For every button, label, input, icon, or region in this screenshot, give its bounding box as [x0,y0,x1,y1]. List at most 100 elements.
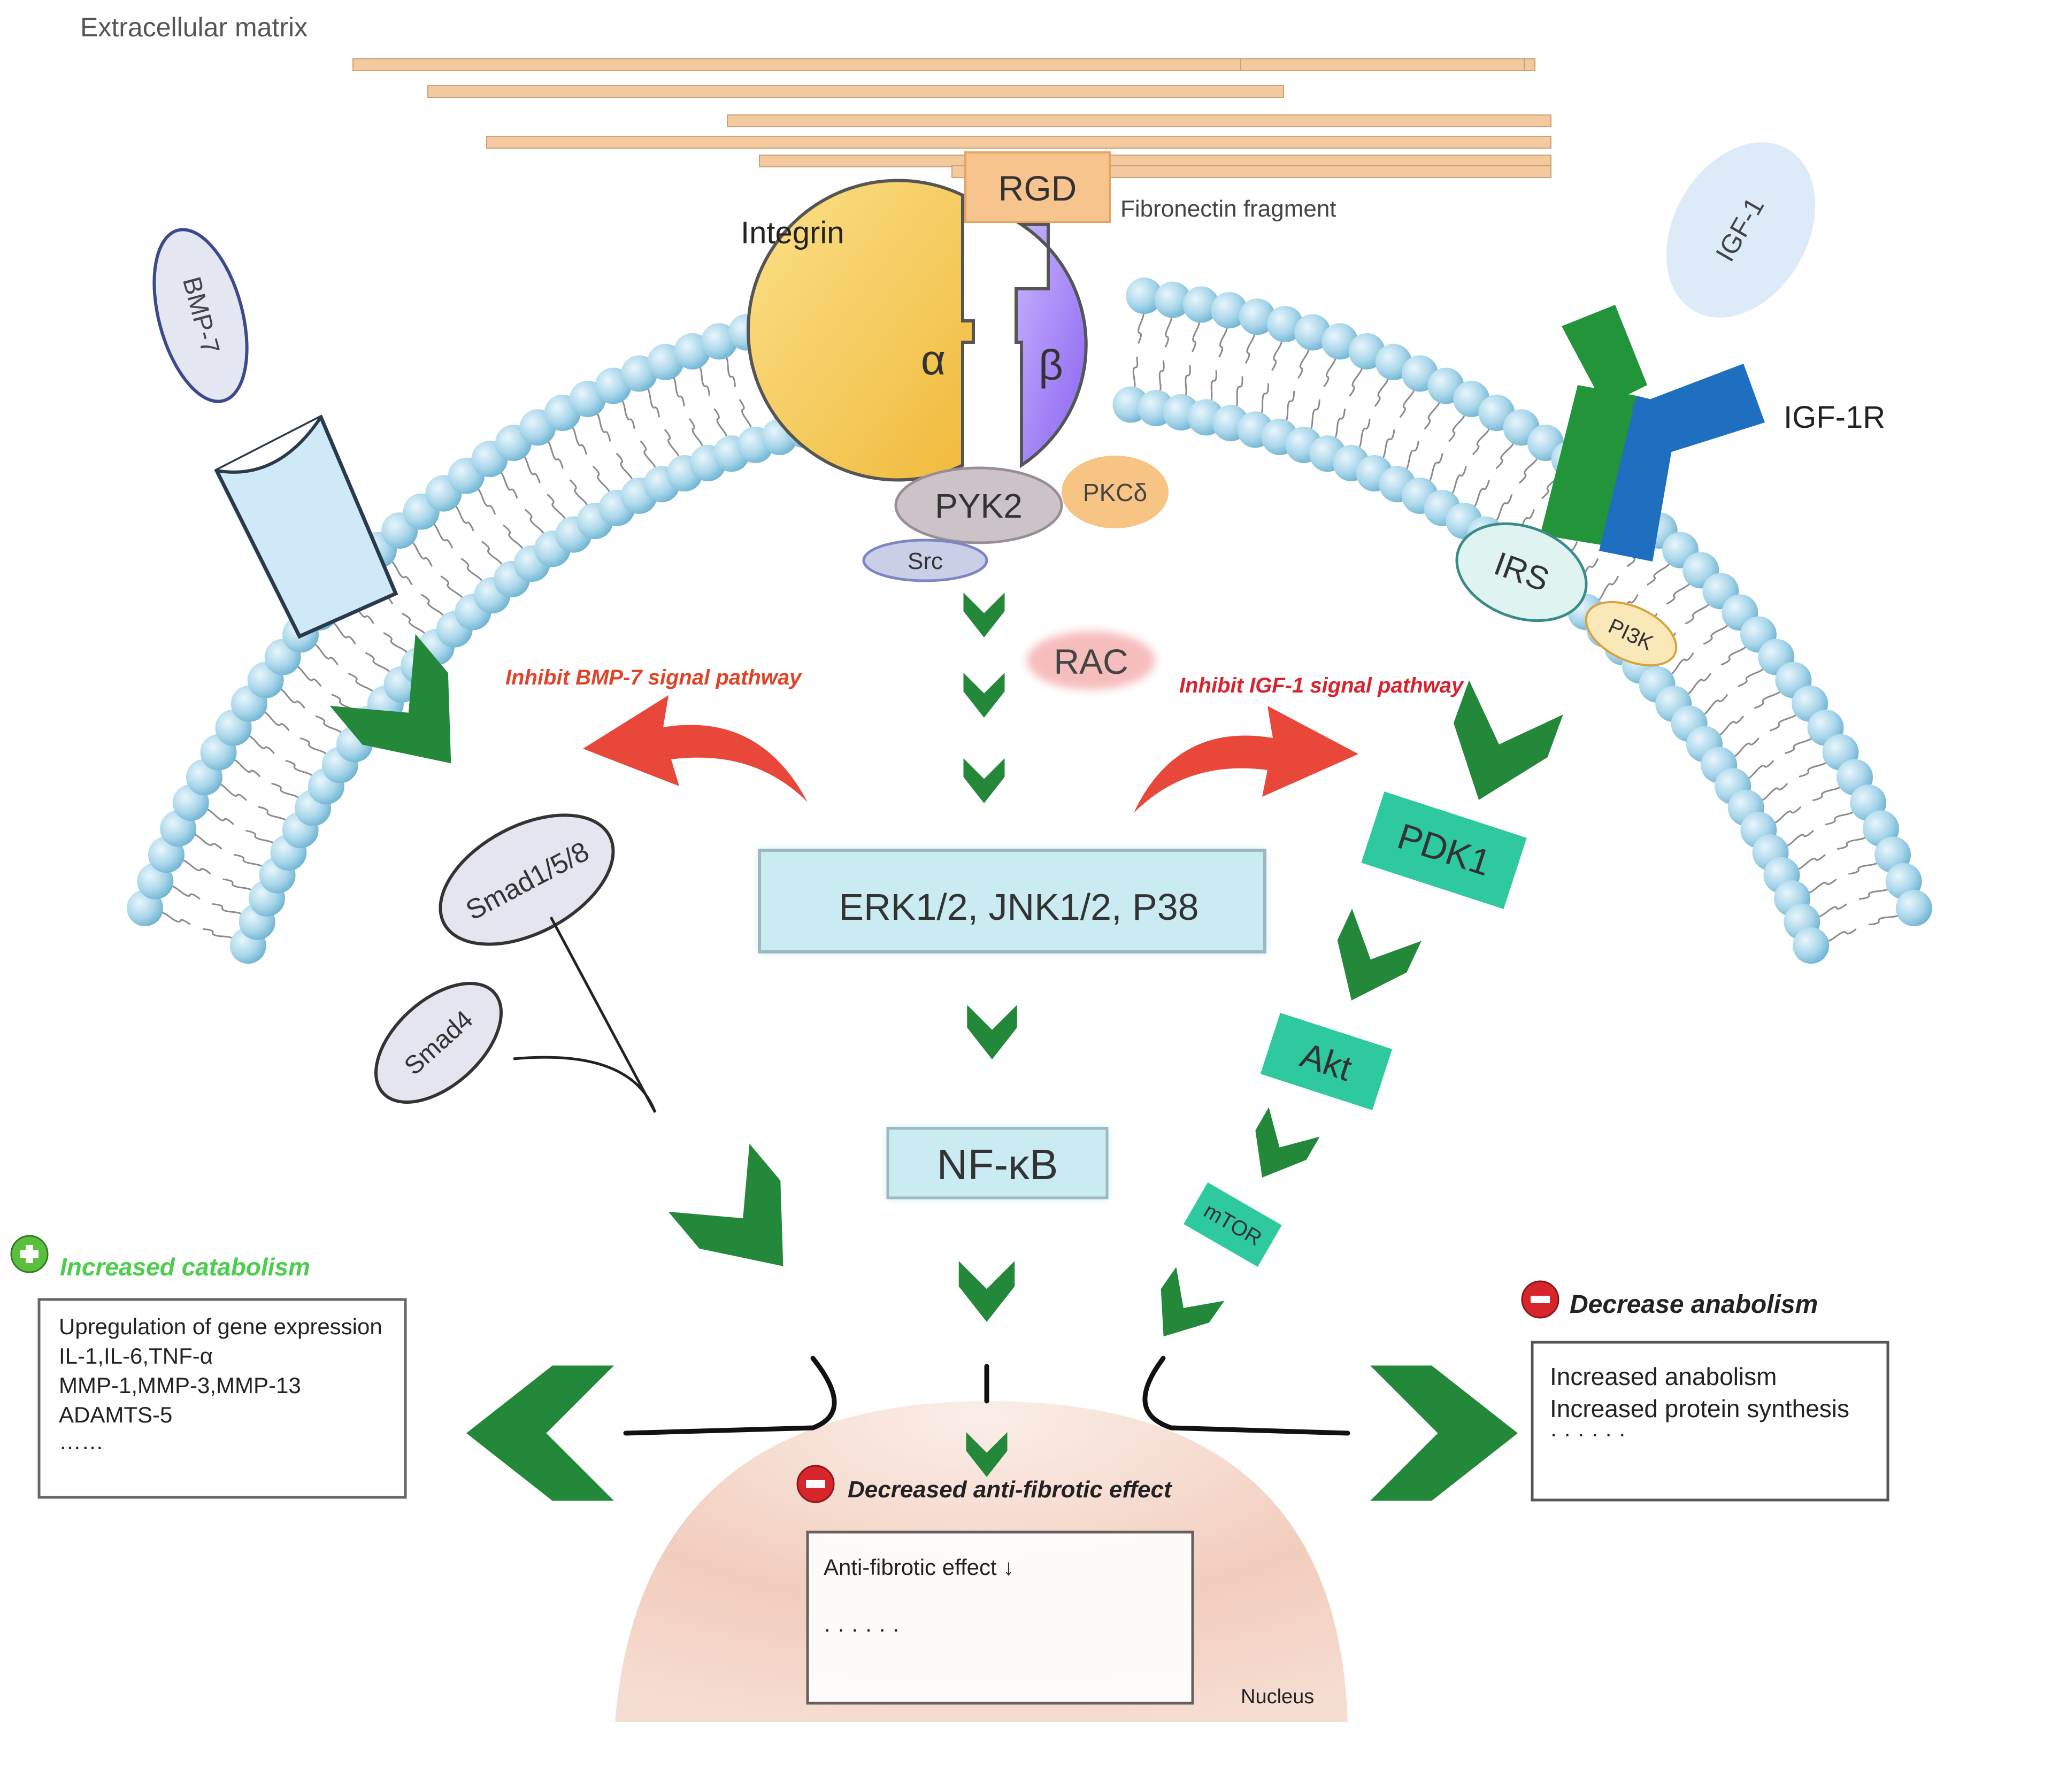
integrin-label: Integrin [741,216,844,250]
lipid-head [1182,286,1219,323]
mtor: mTOR [1184,1182,1282,1267]
lipid-tail [402,612,426,637]
lipid-tail [475,487,496,515]
igf1r-label: IGF-1R [1784,400,1885,435]
rgd-label: RGD [998,168,1077,208]
lipid-tail [645,387,660,418]
lipid-tail [232,759,261,778]
lipid-head [1294,314,1331,351]
green-arrow [1370,1365,1518,1501]
rac-label: RAC [1054,642,1128,681]
ecm-fibers [352,58,1551,178]
lipid-tail [620,399,635,429]
lipid-head [701,323,737,360]
lipid-head [1895,890,1932,927]
lipid-tail [1784,830,1814,847]
lipid-tail [1132,357,1139,390]
lipid-tail [1158,360,1165,393]
lipid-tail [1848,860,1879,875]
lipid-tail [1427,453,1443,483]
lipid-tail [524,509,545,536]
lipid-tail [1472,426,1491,456]
lipid-tail [697,365,711,397]
inhibit-arrow-bmp7 [583,695,808,802]
lipid-tail [431,522,454,549]
ecm-label: Extracellular matrix [80,12,308,42]
lipid-tail [1596,575,1619,602]
ecm-fiber [427,85,1284,98]
lipid-tail [1647,561,1671,586]
lipid-tail [570,426,587,455]
lipid-tail [1703,622,1729,645]
lipid-head [1266,306,1303,343]
antifibrotic-box [806,1530,1194,1705]
lipid-tail [724,356,736,387]
green-arrow [1453,680,1563,800]
lipid-tail [1806,878,1837,894]
activation-arrows [329,593,1563,1501]
antifibrotic-line-0: Anti-fibrotic effect ↓ [824,1555,1014,1580]
antifibrotic-line-1: · · · · · · [824,1616,900,1641]
lipid-tail [420,594,445,619]
lipid-tail [1323,356,1336,388]
anabolism-line-2: · · · · · · [1550,1421,1626,1446]
integrin: α β [746,179,1088,482]
lipid-tail [1812,785,1842,802]
lipid-tail [1449,466,1467,495]
lipid-tail [1685,601,1710,625]
lipid-tail [1234,376,1243,409]
lipid-tail [1494,494,1513,522]
green-arrow [466,1365,614,1501]
green-arrow [966,1432,1008,1477]
lipid-tail [278,688,305,709]
lipid-tail [713,408,728,440]
lipid-tail [1720,644,1747,666]
lipid-tail [245,829,275,846]
lipid-head [1154,281,1191,318]
anabolism-line-1: Increased protein synthesis [1550,1395,1849,1422]
pdk1: PDK1 [1361,791,1527,909]
pkcd-label: PKCδ [1083,479,1147,506]
lipid-tail [1209,370,1217,403]
lipid-head [1793,927,1830,964]
lipid-tail [547,494,566,522]
lipid-tail [1138,311,1144,344]
lipid-tail [460,558,483,584]
lipid-tail [1825,809,1855,826]
lipid-tail [1472,480,1490,509]
lipid-tail [440,575,464,601]
rac [1027,631,1155,690]
antifibrotic-heading: Decreased anti-fibrotic effect [848,1476,1173,1503]
nfkb-box [886,1127,1109,1199]
lipid-tail [1784,736,1814,755]
lipid-tail [262,711,290,732]
lipid-head [1126,278,1163,314]
lipid-tail [383,632,409,656]
lipid-tail [233,853,264,869]
igf1-ligand: IGF-1 [1666,142,1816,318]
lipid-tail [1374,376,1389,407]
catabolism-line-1: IL-1,IL-6,TNF-α [59,1343,213,1368]
smad-connector [513,916,657,1113]
lipid-tail [1799,760,1828,778]
lipid-tail [688,418,704,449]
lipid-tail [203,928,234,941]
lipid-tail [1271,339,1283,371]
lipid-tail [312,643,339,666]
lipid-tail [222,878,253,893]
green-arrow [1161,1267,1225,1337]
lipid-tail [1518,455,1539,484]
lipid-tail [258,806,288,823]
catabolism-line-4: …… [59,1429,104,1454]
inhibit-igf1-label: Inhibit IGF-1 signal pathway [1179,674,1464,697]
lipid-tail [180,859,211,875]
lipid-tail [1259,383,1270,416]
ecm-fiber [486,136,1551,149]
lipid-tail [1772,806,1802,824]
lipid-tail [1399,387,1415,418]
lipid-tail [315,715,343,735]
lipid-tail [1754,689,1782,709]
right-connector [1142,1356,1350,1436]
green-arrow [1337,909,1422,1001]
